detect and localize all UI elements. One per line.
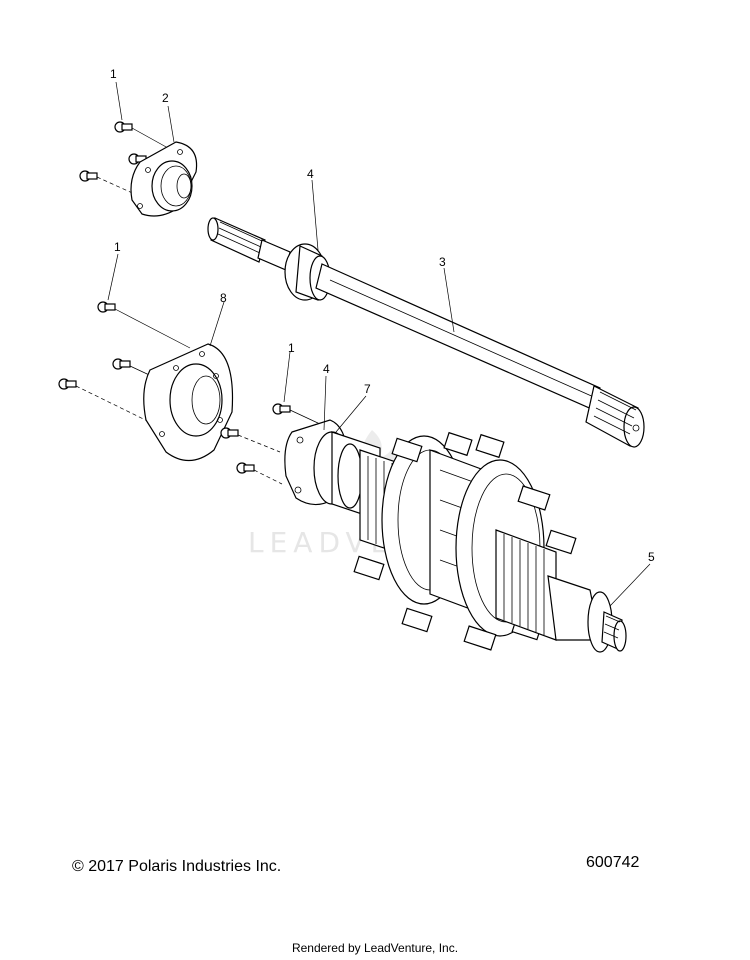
bolt <box>97 301 116 313</box>
axle-shaft <box>207 217 645 448</box>
callout-5: 5 <box>648 550 655 564</box>
bolt <box>236 462 255 474</box>
callout-7: 7 <box>364 382 371 396</box>
bolt <box>58 378 77 390</box>
bolt <box>114 121 133 133</box>
callout-4: 4 <box>323 362 330 376</box>
ring-plate <box>143 343 234 462</box>
callout-8: 8 <box>220 291 227 305</box>
callout-1: 1 <box>114 240 121 254</box>
rendered-by-credit: Rendered by LeadVenture, Inc. <box>291 941 459 955</box>
callout-1: 1 <box>288 341 295 355</box>
callout-3: 3 <box>439 255 446 269</box>
bolt <box>220 427 239 439</box>
bolt <box>79 170 98 182</box>
bolt <box>272 403 291 415</box>
copyright-notice: © 2017 Polaris Industries Inc. <box>72 858 282 875</box>
callout-1: 1 <box>110 67 117 81</box>
bolt <box>112 358 131 370</box>
clutch-assembly <box>313 431 627 653</box>
diagram-number: 600742 <box>586 854 640 871</box>
callout-2: 2 <box>162 91 169 105</box>
bolt <box>128 153 147 165</box>
flange-plate <box>130 141 198 217</box>
callout-4: 4 <box>307 167 314 181</box>
